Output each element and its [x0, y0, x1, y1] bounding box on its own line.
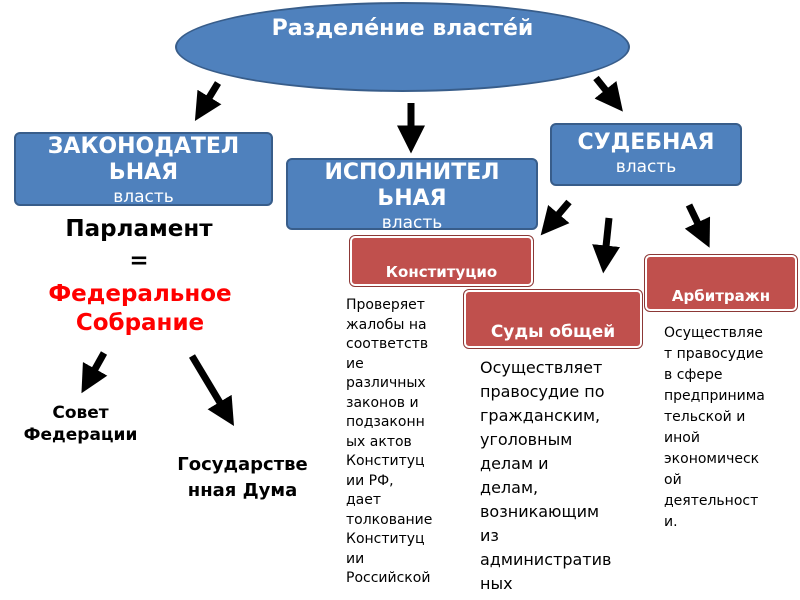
- arbitration-courts-description: Осуществляе т правосудие в сфере предпри…: [664, 325, 765, 530]
- arrow-to-judicial: [593, 75, 623, 112]
- general-courts-title: Суды общей юрисдикции: [490, 322, 616, 342]
- legislative-branch-box: ЗАКОНОДАТЕЛ ЬНАЯ власть: [14, 132, 273, 206]
- general-courts-description: Осуществляет правосудие по гражданским, …: [480, 358, 612, 593]
- state-duma-label: Государстве нная Дума: [177, 454, 308, 501]
- constitutional-courts-box: Конституцио нные суды: [349, 235, 534, 287]
- arrow-to-arbitration: [684, 203, 711, 248]
- separation-of-powers-title: Разделе́ние власте́й: [271, 16, 534, 41]
- legislative-subtitle: власть: [113, 187, 174, 206]
- federation-council-label: Совет Федерации: [23, 403, 138, 445]
- general-courts-box: Суды общей юрисдикции: [463, 289, 643, 349]
- arbitration-courts-box: Арбитражн ые суды: [644, 254, 798, 312]
- legislative-title: ЗАКОНОДАТЕЛ ЬНАЯ: [47, 134, 240, 185]
- constitutional-courts-title: Конституцио нные суды: [385, 263, 498, 281]
- executive-subtitle: власть: [381, 213, 443, 230]
- judicial-subtitle: власть: [615, 157, 677, 177]
- judicial-title: СУДЕБНАЯ: [577, 130, 715, 155]
- executive-title: ИСПОЛНИТЕЛ ЬНАЯ: [324, 160, 500, 211]
- separation-of-powers-ellipse: Разделе́ние власте́й: [175, 2, 630, 92]
- arbitration-courts-title: Арбитражн ые суды: [671, 287, 771, 305]
- arrow-to-general: [592, 217, 621, 274]
- arrow-to-duma: [188, 354, 235, 427]
- constitutional-courts-description: Проверяет жалобы на соответств ие различ…: [346, 297, 433, 586]
- judicial-branch-box: СУДЕБНАЯ власть: [550, 123, 742, 186]
- arrow-to-council: [81, 351, 108, 394]
- arrow-to-legislative: [194, 81, 222, 121]
- federal-assembly-label: Федеральное Собрание: [48, 281, 232, 336]
- parliament-label: Парламент: [65, 216, 213, 242]
- arrow-to-constitutional: [540, 199, 572, 236]
- equals-sign: =: [129, 248, 149, 274]
- executive-branch-box: ИСПОЛНИТЕЛ ЬНАЯ власть: [286, 158, 538, 230]
